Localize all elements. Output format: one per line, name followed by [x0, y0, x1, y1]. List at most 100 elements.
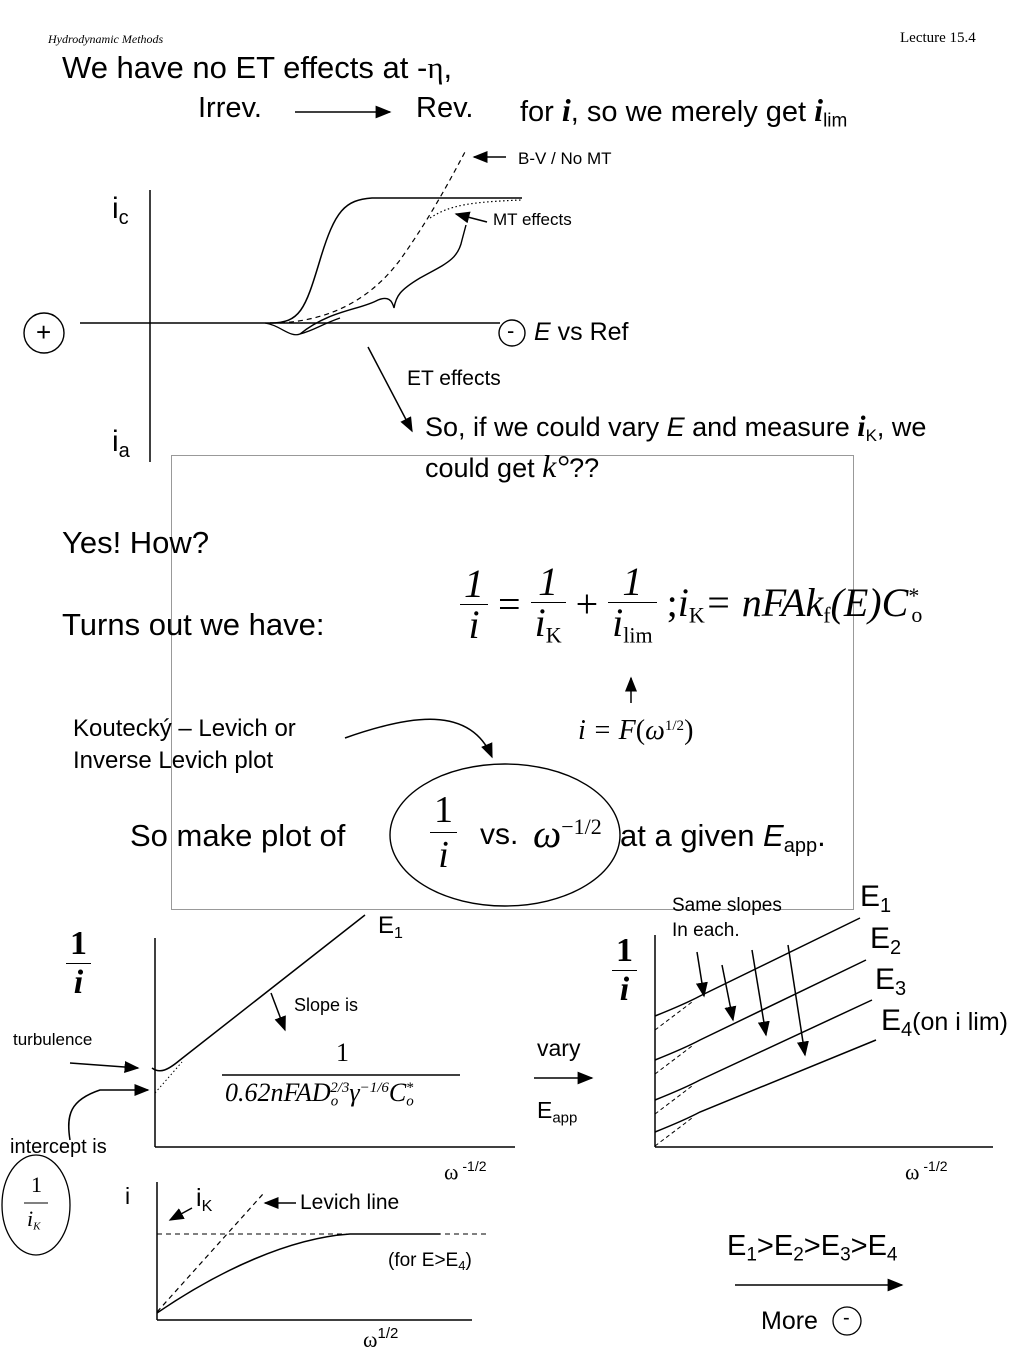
plus-circle: [23, 312, 65, 354]
same-slope-arrow-4: [787, 944, 809, 1057]
make-plot-vs: vs.: [480, 818, 519, 851]
overlay-frame: [171, 455, 854, 910]
i-equals-f-omega: i = F(ω1/2): [578, 715, 694, 746]
title-line1: We have no ET effects at -η,: [62, 50, 452, 86]
order-label: E1>E2>E3>E4: [727, 1230, 898, 1266]
mt-arrow: [454, 211, 488, 224]
kl-extrapolation-e2: [654, 1045, 693, 1075]
turns-out: Turns out we have:: [62, 607, 325, 642]
plot-ellipse: [389, 763, 621, 907]
same-slope-arrow-3: [751, 949, 770, 1037]
merely-text: , so we merely get: [570, 96, 815, 128]
left-e1-label: E1: [378, 912, 403, 942]
mt-label: MT effects: [493, 210, 572, 229]
minus-sign: -: [507, 318, 515, 343]
left-x-label: ω -1/2: [444, 1158, 487, 1185]
intercept-numerator: 1: [31, 1172, 42, 1197]
minus-circle: [498, 319, 526, 347]
same-slope-arrow-2: [721, 964, 737, 1022]
for-e-label: (for E>E4): [388, 1250, 472, 1273]
intercept-arrow: [67, 1084, 150, 1141]
kl-line-e3: [654, 999, 873, 1101]
plus-sign: +: [36, 317, 52, 347]
levich-x-label: ω1/2: [363, 1325, 399, 1352]
kl-extrapolation-e4: [654, 1117, 693, 1147]
mt-curve: [429, 199, 523, 219]
et-arrow: [367, 346, 413, 433]
for-text: for: [520, 96, 562, 128]
i-symbol: i: [561, 92, 571, 128]
intercept-denominator: iK: [27, 1206, 41, 1233]
levich-curve: [156, 1233, 440, 1314]
vary-label: vary: [537, 1035, 581, 1061]
intercept-label: intercept is: [10, 1136, 107, 1158]
make-plot-omega: ω−1/2: [533, 811, 602, 856]
same-slopes-line1: Same slopes: [672, 895, 782, 916]
slope-denominator: 0.62nFADo2/3γ−1/6Co*: [225, 1078, 414, 1110]
eta-symbol: η: [427, 50, 444, 85]
bv-curve: [279, 149, 467, 324]
kl-arrow: [344, 718, 493, 759]
intercept-circle: [1, 1154, 71, 1256]
kl-line-e4: [654, 1039, 877, 1133]
ilim-symbol: i: [814, 92, 824, 128]
header-left: Hydrodynamic Methods: [48, 32, 164, 46]
yes-how: Yes! How?: [62, 525, 210, 560]
make-plot-suffix: at a given Eapp.: [620, 818, 826, 857]
ia-label: ia: [112, 425, 130, 462]
so-if-line1: So, if we could vary E and measure iK, w…: [425, 410, 927, 446]
vary-eapp-label: Eapp: [537, 1097, 578, 1127]
ik-arrow: [168, 1207, 193, 1221]
title-line2: for i, so we merely get ilim: [520, 92, 847, 133]
title-line1-text: We have no ET effects at -: [62, 50, 428, 85]
slope-numerator: 1: [336, 1038, 349, 1067]
mt-brace: [299, 224, 467, 335]
right-e2-label: E2: [870, 922, 902, 959]
more-label: More: [761, 1307, 818, 1335]
header-right: Lecture 15.4: [900, 30, 976, 46]
same-slope-arrow-1: [695, 951, 708, 998]
kl-extrapolation-e3: [654, 1085, 693, 1115]
ic-label: ic: [112, 192, 129, 229]
same-slopes-line2: In each.: [672, 920, 740, 941]
kl-extrapolation-e1: [654, 1001, 693, 1031]
levich-y-label: i: [125, 1183, 131, 1209]
more-minus-circle: [832, 1306, 862, 1336]
title-line1-comma: ,: [443, 50, 453, 85]
more-minus: -: [843, 1307, 850, 1329]
rev-label: Rev.: [416, 92, 474, 124]
left-extrapolation: [154, 1061, 183, 1094]
right-kl-lines: [654, 917, 877, 1147]
reversible-curve: [269, 197, 522, 324]
e-vs-ref-label: E vs Ref: [534, 318, 629, 346]
et-label: ET effects: [407, 367, 501, 390]
right-x-label: ω -1/2: [905, 1158, 948, 1185]
right-e3-label: E3: [875, 963, 907, 1000]
turbulence-arrow: [69, 1061, 140, 1073]
make-plot-prefix: So make plot of: [130, 818, 346, 853]
right-e1-label: E1: [860, 880, 892, 917]
irrev-label: Irrev.: [198, 92, 262, 124]
so-if-line2: could get k°??: [425, 448, 600, 484]
levich-line-label: Levich line: [300, 1191, 400, 1214]
left-kl-line: [151, 914, 366, 1072]
kl-label-line1: Koutecký – Levich or: [73, 715, 296, 742]
turbulence-label: turbulence: [13, 1030, 93, 1049]
kl-line-e2: [654, 959, 867, 1061]
kl-label-line2: Inverse Levich plot: [73, 747, 274, 774]
slope-arrow: [270, 992, 286, 1032]
slope-is-label: Slope is: [294, 995, 359, 1015]
ik-label: iK: [196, 1184, 213, 1215]
bv-label: B-V / No MT: [518, 149, 612, 168]
right-e4-label: E4(on i lim): [881, 1004, 1008, 1041]
ilim-sub: lim: [823, 110, 848, 132]
